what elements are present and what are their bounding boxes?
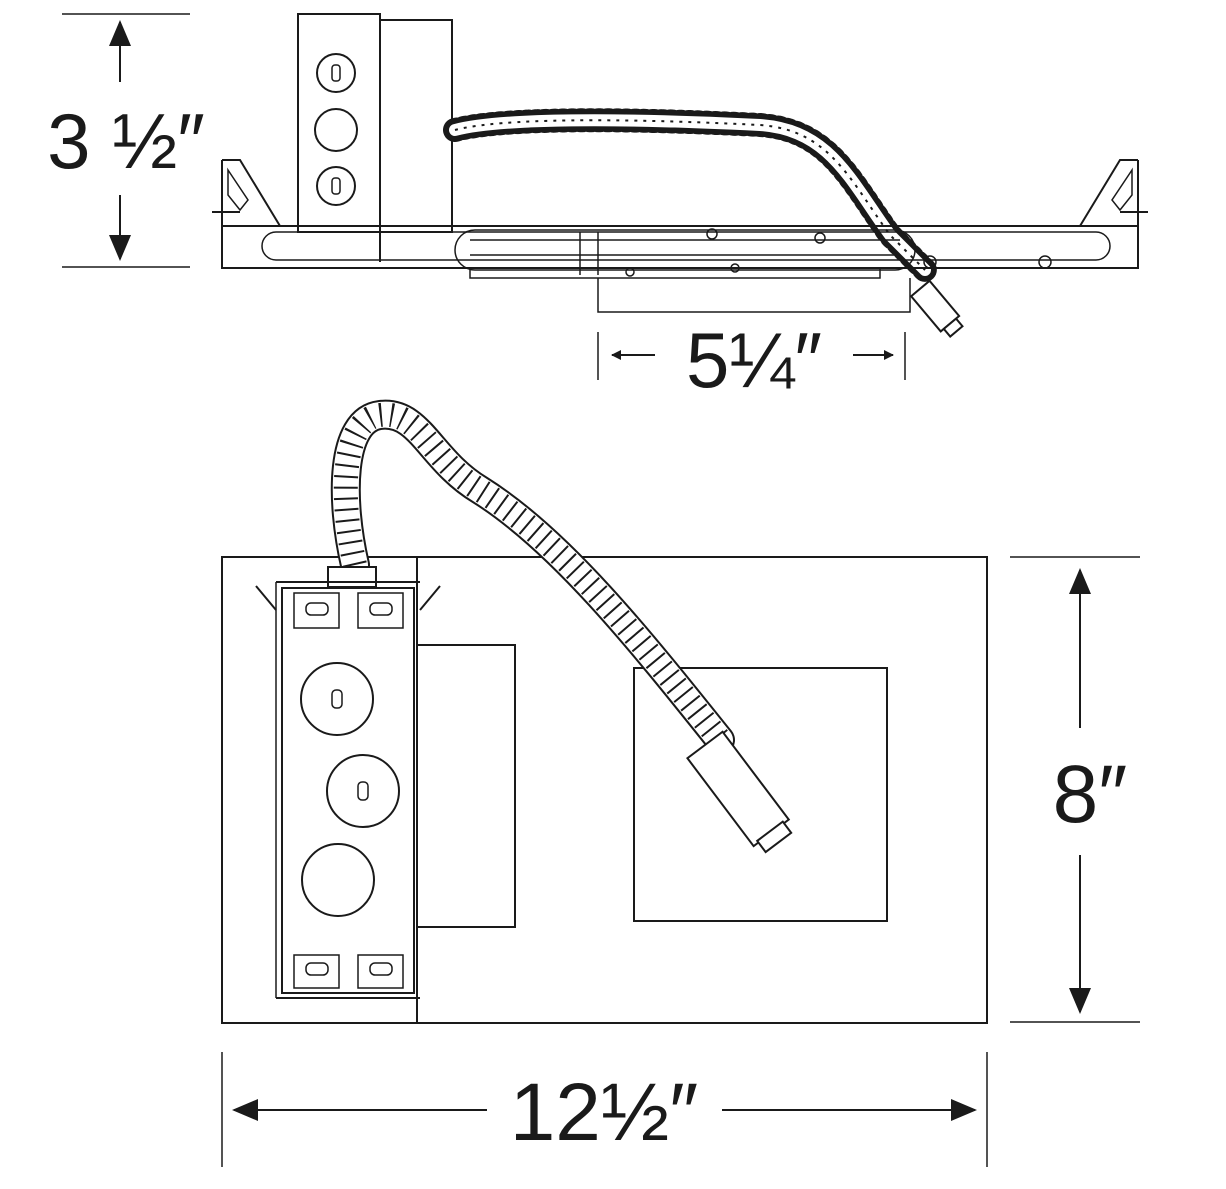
junction-box-side [379, 19, 453, 233]
knockout [316, 166, 356, 206]
length-dimension-label: 12½″ [510, 1067, 699, 1158]
bar-hanger-slot [261, 231, 1111, 261]
knockout [300, 662, 374, 736]
conduit-connector [909, 279, 964, 338]
knockout [314, 108, 358, 152]
height-dimension: 3 ½″ [47, 13, 205, 268]
left-bracket [221, 159, 281, 268]
width-dimension-label: 8″ [1053, 749, 1128, 840]
frame-plate [416, 556, 988, 1024]
top-view: 8″ 12½″ [221, 399, 1140, 1167]
conduit-connector-top [686, 730, 793, 854]
right-bracket [1079, 159, 1139, 268]
height-dimension-label: 3 ½″ [47, 97, 205, 185]
knockout [316, 53, 356, 93]
side-view: 3 ½″ [47, 13, 1148, 404]
depth-dimension: 5¼″ [597, 278, 911, 404]
width-dimension: 8″ [1010, 556, 1140, 1023]
knockout [326, 754, 400, 828]
knockout [301, 843, 375, 917]
aperture [633, 667, 888, 922]
length-dimension: 12½″ [221, 1052, 988, 1167]
depth-dimension-label: 5¼″ [686, 316, 822, 404]
flex-conduit [443, 108, 937, 282]
ballast-cover [416, 644, 516, 928]
